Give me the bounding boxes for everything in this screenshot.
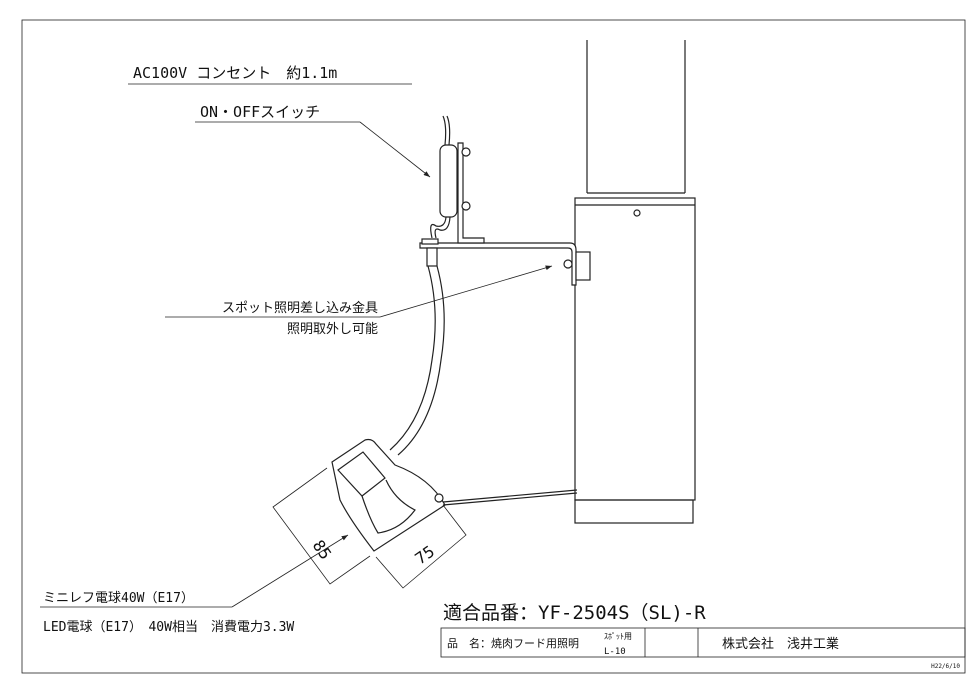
on-off-switch [430,115,458,239]
drawing-border [21,19,966,674]
pole [586,40,686,194]
model-number: 適合品番：YF-2504S（SL)-R [443,602,706,624]
company-name: 株式会社 浅井工業 [722,636,839,652]
dim-85-label: 85 [309,536,336,563]
flexible-arm [389,247,445,456]
product-name: 品 名：焼肉フード用照明 [447,636,579,650]
title-block: 品 名：焼肉フード用照明 ｽﾎﾟｯﾄ用 L-10 株式会社 浅井工業 H22/6… [440,627,966,670]
drawing-date: H22/6/10 [931,663,960,670]
spot-bracket [419,142,591,286]
spot-lamp [331,438,578,552]
pole-base [574,197,696,524]
type-line1: ｽﾎﾟｯﾄ用 [604,632,632,641]
bracket-label: スポット照明差し込み金具 [222,300,378,316]
removable-note: 照明取外し可能 [287,322,378,337]
switch-label: ON・OFFスイッチ [200,103,320,121]
dim-75-label: 75 [411,542,438,569]
bulb-label: ミニレフ電球40W（E17） [43,591,194,606]
power-cord-label: AC100V コンセント 約1.1m [133,64,337,82]
bulb-leader [231,534,349,608]
led-note: LED電球（E17） 40W相当 消費電力3.3W [43,620,294,635]
type-line2: L-10 [604,647,626,657]
switch-leader [359,121,431,178]
bracket-leader [379,265,553,318]
